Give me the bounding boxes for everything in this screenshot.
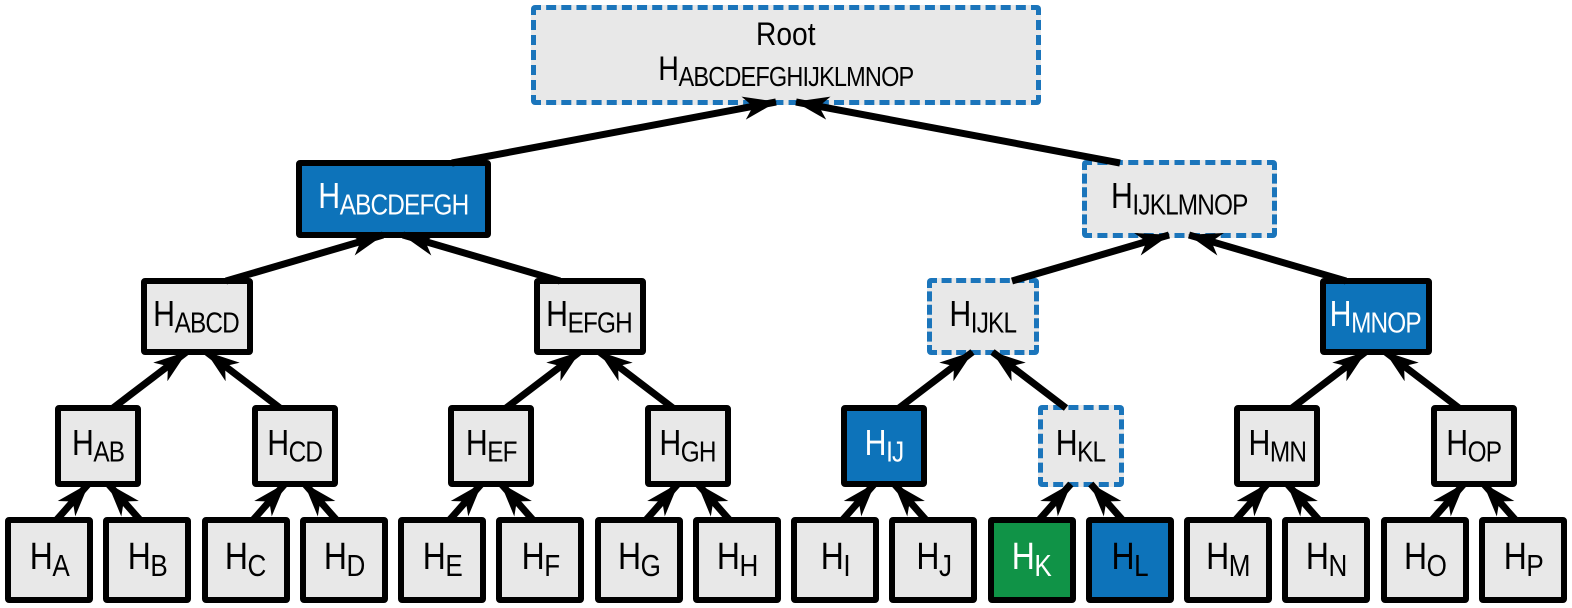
tree-node-h-a: HA [5, 517, 94, 603]
tree-node-h-c: HC [201, 517, 290, 603]
hash-label: HL [1111, 535, 1149, 583]
edge-h-b-to-h-ab [105, 481, 143, 523]
tree-node-h-b: HB [103, 517, 192, 603]
tree-node-h-efgh: HEFGH [533, 278, 646, 355]
edge-h-c-to-h-cd [250, 481, 288, 523]
edge-h-kl-to-h-ijkl [990, 349, 1069, 411]
tree-node-h-ijklmnop: HIJKLMNOP [1081, 160, 1277, 238]
hash-label: HJ [915, 535, 952, 583]
edge-h-gh-to-h-efgh [597, 349, 676, 411]
tree-node-h-ef: HEF [448, 405, 535, 487]
hash-label: HABCDEFGHIJKLMNOP [658, 50, 914, 93]
hash-label: HC [225, 535, 266, 583]
tree-node-h-ijkl: HIJKL [926, 278, 1039, 355]
tree-node-h-gh: HGH [644, 405, 731, 487]
edge-h-n-to-h-mn [1284, 481, 1322, 523]
hash-label: HGH [659, 422, 717, 469]
tree-node-h-h: HH [692, 517, 781, 603]
edge-h-ef-to-h-efgh [503, 349, 582, 411]
edge-h-p-to-h-op [1481, 481, 1519, 523]
edge-h-o-to-h-op [1429, 481, 1467, 523]
tree-node-h-mnop: HMNOP [1319, 278, 1432, 355]
root-title: Root [756, 16, 816, 53]
tree-node-h-d: HD [299, 517, 388, 603]
edge-h-efgh-to-h-abcdefgh [401, 231, 561, 285]
hash-label: HI [820, 535, 851, 583]
hash-label: HOP [1446, 422, 1502, 469]
tree-node-h-l: HL [1085, 517, 1174, 603]
edge-h-j-to-h-ij [891, 481, 929, 523]
tree-node-h-o: HO [1380, 517, 1469, 603]
tree-node-h-abcdefgh: HABCDEFGH [295, 160, 491, 238]
hash-label: HIJKLMNOP [1110, 175, 1248, 222]
hash-label: HIJKL [949, 292, 1017, 339]
edge-h-ab-to-h-abcd [110, 349, 189, 411]
hash-label: HEFGH [546, 292, 634, 339]
hash-label: HK [1011, 535, 1052, 583]
edge-h-l-to-h-kl [1088, 481, 1126, 523]
tree-node-h-i: HI [791, 517, 880, 603]
edge-h-h-to-h-gh [695, 481, 733, 523]
edge-h-mnop-to-h-ijklmnop [1187, 231, 1347, 285]
tree-node-h-kl: HKL [1037, 405, 1124, 487]
hash-label: HH [716, 535, 758, 583]
edge-h-e-to-h-ef [446, 481, 484, 523]
tree-node-h-cd: HCD [251, 405, 338, 487]
hash-label: HN [1306, 535, 1347, 583]
tree-node-h-p: HP [1478, 517, 1567, 603]
hash-label: HMN [1248, 422, 1307, 469]
tree-node-h-j: HJ [889, 517, 978, 603]
hash-label: HP [1503, 535, 1543, 583]
tree-node-h-e: HE [398, 517, 487, 603]
tree-node-h-mn: HMN [1234, 405, 1321, 487]
edge-h-ijklmnop-to-root [794, 96, 1121, 167]
edge-h-g-to-h-gh [643, 481, 681, 523]
edge-h-abcd-to-h-abcdefgh [225, 231, 385, 285]
hash-label: HB [127, 535, 168, 583]
hash-label: HG [617, 535, 661, 583]
hash-label: HAB [72, 422, 125, 469]
hash-label: HABCD [153, 292, 241, 339]
tree-node-h-f: HF [496, 517, 585, 603]
hash-label: HIJ [864, 422, 905, 469]
edge-h-abcdefgh-to-root [451, 96, 778, 167]
edge-h-m-to-h-mn [1232, 481, 1270, 523]
edge-h-a-to-h-ab [53, 481, 91, 523]
edge-h-cd-to-h-abcd [204, 349, 283, 411]
edge-h-op-to-h-mnop [1383, 349, 1462, 411]
edge-h-i-to-h-ij [839, 481, 877, 523]
hash-label: HMNOP [1329, 292, 1422, 339]
tree-node-h-op: HOP [1430, 405, 1517, 487]
edge-h-f-to-h-ef [498, 481, 536, 523]
tree-node-h-m: HM [1184, 517, 1273, 603]
tree-node-h-abcd: HABCD [140, 278, 253, 355]
hash-label: HM [1206, 535, 1250, 583]
edge-h-ijkl-to-h-ijklmnop [1011, 231, 1171, 285]
tree-node-h-g: HG [594, 517, 683, 603]
edge-h-mn-to-h-mnop [1289, 349, 1368, 411]
edge-h-ij-to-h-ijkl [896, 349, 975, 411]
hash-label: HABCDEFGH [317, 175, 469, 222]
hash-label: HE [422, 535, 462, 583]
tree-node-h-n: HN [1282, 517, 1371, 603]
hash-label: HD [323, 535, 365, 583]
hash-label: HCD [267, 422, 323, 469]
tree-node-h-ab: HAB [55, 405, 142, 487]
hash-label: HA [29, 535, 69, 583]
hash-label: HEF [465, 422, 518, 469]
edge-h-k-to-h-kl [1036, 481, 1074, 523]
hash-label: HKL [1056, 422, 1106, 469]
edge-h-d-to-h-cd [302, 481, 340, 523]
tree-node-h-k: HK [987, 517, 1076, 603]
hash-label: HO [1403, 535, 1447, 583]
hash-label: HF [521, 535, 561, 583]
tree-node-h-ij: HIJ [841, 405, 928, 487]
